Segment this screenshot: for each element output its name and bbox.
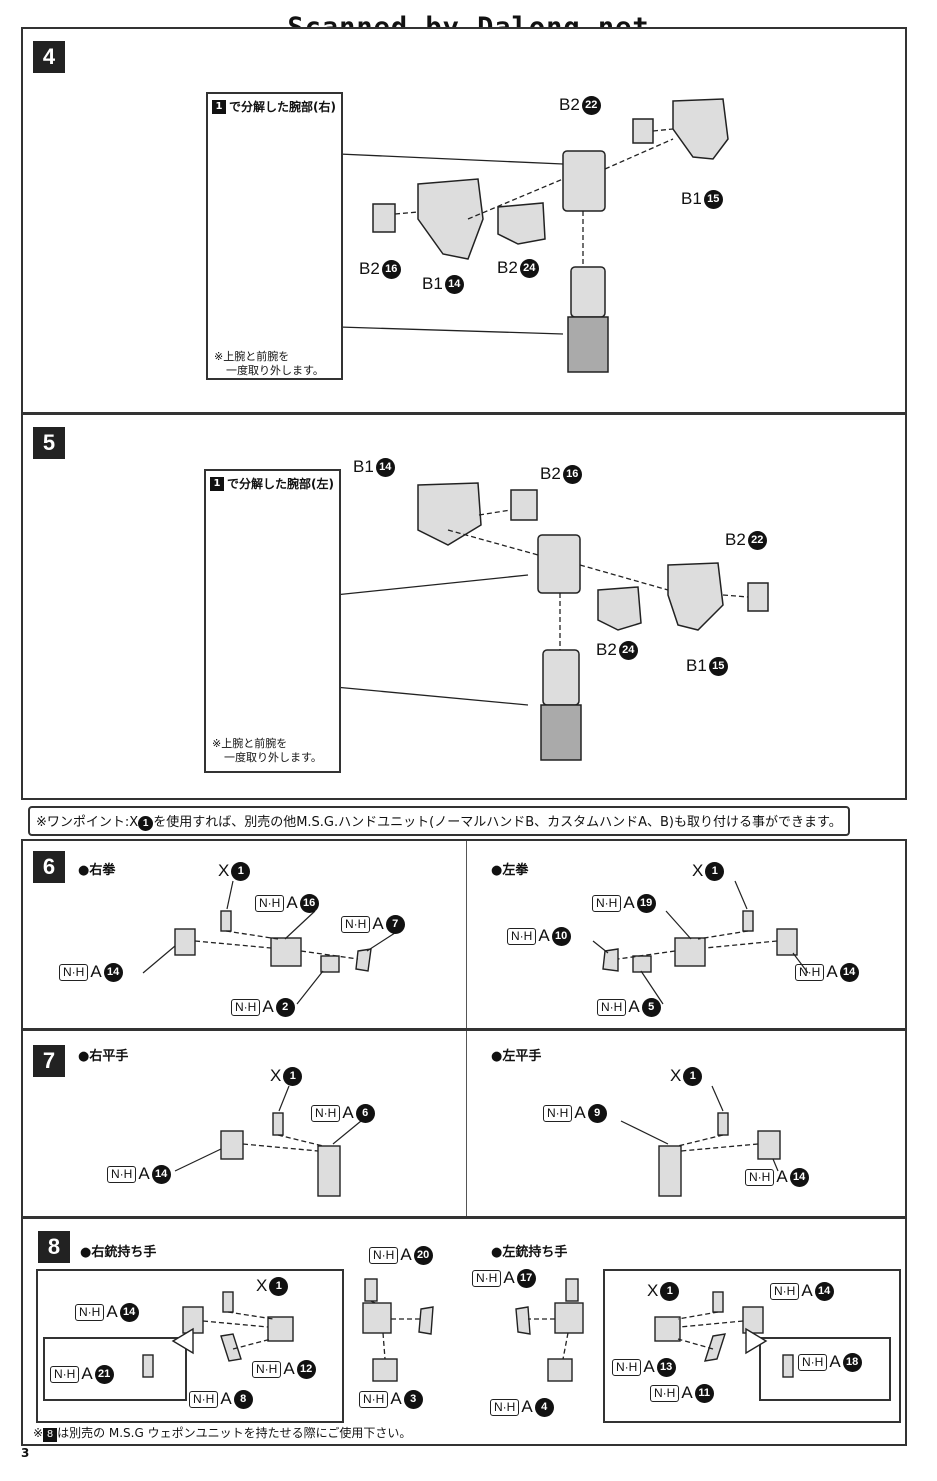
step5-subbox-note: ※上腕と前腕を 一度取り外します。 (212, 737, 322, 764)
step4-subbox-note: ※上腕と前腕を 一度取り外します。 (214, 350, 324, 377)
step5-subbox-num: 1 (210, 476, 224, 491)
step8-number: 8 (38, 1231, 70, 1263)
step6-left-title: ●左拳 (491, 863, 529, 878)
step6-divider (466, 841, 467, 1028)
step6-panel: 6 ●右拳 ●左拳 (21, 839, 907, 1030)
step7-number: 7 (33, 1045, 65, 1077)
step6-diagram (142, 880, 809, 1005)
page-number: 3 (21, 1446, 30, 1460)
step4-panel: 4 (21, 27, 907, 414)
step4-subbox: 1 で分解した腕部(右) ※上腕と前腕を 一度取り外します。 (206, 92, 343, 380)
step4-subbox-num: 1 (212, 99, 226, 114)
step4-diagram (255, 98, 729, 373)
step5-subbox: 1 で分解した腕部(左) ※上腕と前腕を 一度取り外します。 (204, 469, 341, 773)
step4-number: 4 (33, 41, 65, 73)
step5-diagram (240, 482, 769, 761)
step8-left-title: ●左銃持ち手 (491, 1245, 568, 1260)
step5-subbox-title: で分解した腕部(左) (227, 477, 334, 491)
step7-divider (466, 1031, 467, 1216)
step7-left-title: ●左平手 (491, 1049, 542, 1064)
step5-panel: 5 1 (21, 413, 907, 800)
step7-diagram (174, 1085, 781, 1197)
step8-right-inner-box (43, 1337, 187, 1401)
step4-subbox-title: で分解した腕部(右) (229, 100, 336, 114)
step8-panel: 8 ●右銃持ち手 ●左銃持ち手 (21, 1217, 907, 1446)
step8-diagram (142, 1278, 794, 1382)
step7-right-title: ●右平手 (78, 1049, 129, 1064)
step6-right-title: ●右拳 (78, 863, 116, 878)
step8-left-inner-box (759, 1337, 891, 1401)
step6-number: 6 (33, 851, 65, 883)
step4-subbox-header: 1 で分解した腕部(右) (212, 98, 336, 115)
step8-right-title: ●右銃持ち手 (80, 1245, 157, 1260)
step5-subbox-header: 1 で分解した腕部(左) (210, 475, 334, 492)
step5-number: 5 (33, 427, 65, 459)
